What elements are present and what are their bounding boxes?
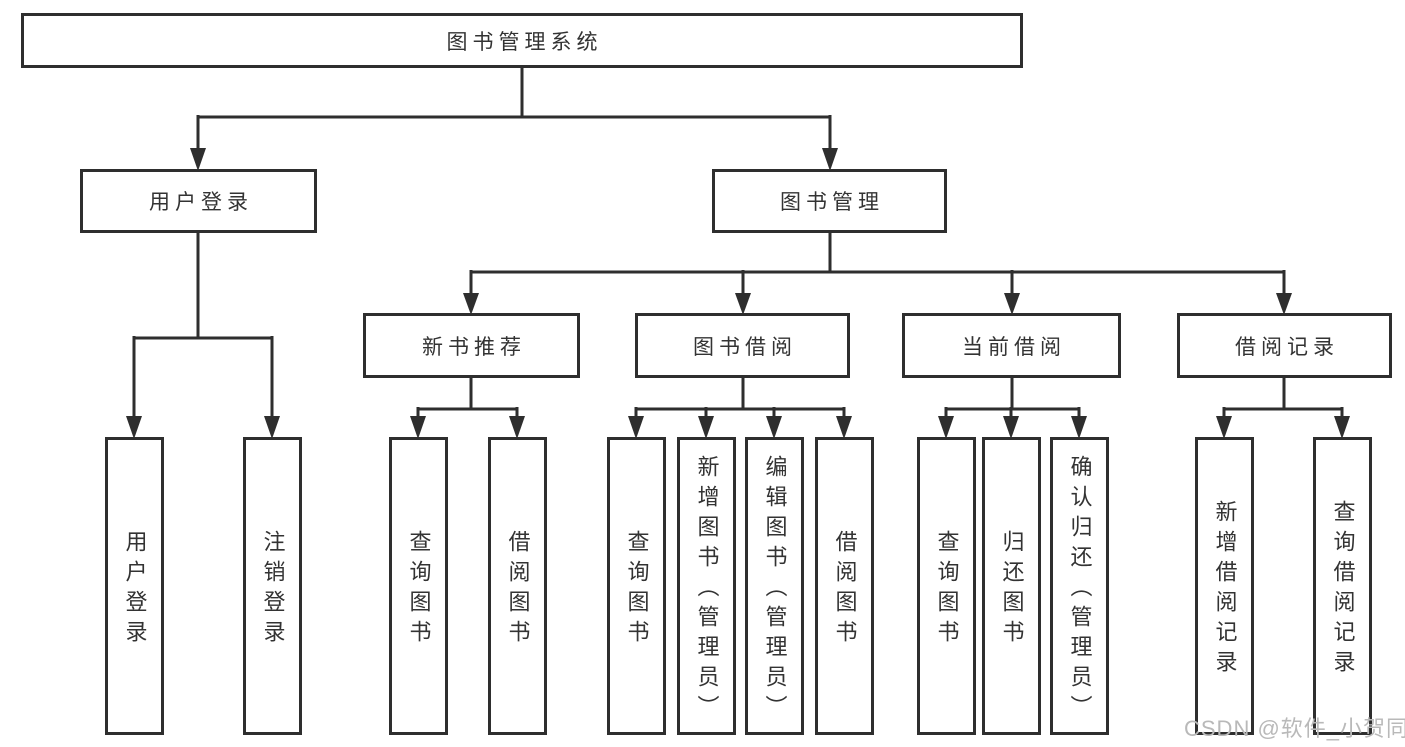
node-current-borrow: 当前借阅 xyxy=(902,313,1121,378)
node-query-books-borrow: 查询图书 xyxy=(607,437,666,735)
node-borrow-records: 借阅记录 xyxy=(1177,313,1392,378)
node-logout-leaf: 注销登录 xyxy=(243,437,302,735)
connector-book-borrow xyxy=(628,378,852,439)
node-query-borrow-record: 查询借阅记录 xyxy=(1313,437,1372,735)
connector-new-book-recommend xyxy=(410,378,525,439)
node-root-system: 图书管理系统 xyxy=(21,13,1023,68)
node-book-management: 图书管理 xyxy=(712,169,947,233)
node-query-books-current: 查询图书 xyxy=(917,437,976,735)
connector-book-management xyxy=(463,233,1292,315)
node-add-borrow-record: 新增借阅记录 xyxy=(1195,437,1254,735)
connector-borrow-records xyxy=(1216,378,1350,439)
node-new-book-recommend: 新书推荐 xyxy=(363,313,580,378)
node-edit-book-admin: 编辑图书（管理员） xyxy=(745,437,804,735)
node-query-books-recommend: 查询图书 xyxy=(389,437,448,735)
node-user-login-leaf: 用户登录 xyxy=(105,437,164,735)
node-user-login-branch: 用户登录 xyxy=(80,169,317,233)
connector-root xyxy=(190,68,838,171)
node-confirm-return-admin: 确认归还（管理员） xyxy=(1050,437,1109,735)
node-return-books: 归还图书 xyxy=(982,437,1041,735)
node-add-book-admin: 新增图书（管理员） xyxy=(677,437,736,735)
connector-user-login xyxy=(126,233,280,439)
watermark-text: CSDN @软件_小贺同学 xyxy=(1184,716,1405,741)
node-borrow-books-leaf: 借阅图书 xyxy=(815,437,874,735)
node-borrow-books-recommend: 借阅图书 xyxy=(488,437,547,735)
connector-current-borrow xyxy=(938,378,1087,439)
node-book-borrow: 图书借阅 xyxy=(635,313,850,378)
